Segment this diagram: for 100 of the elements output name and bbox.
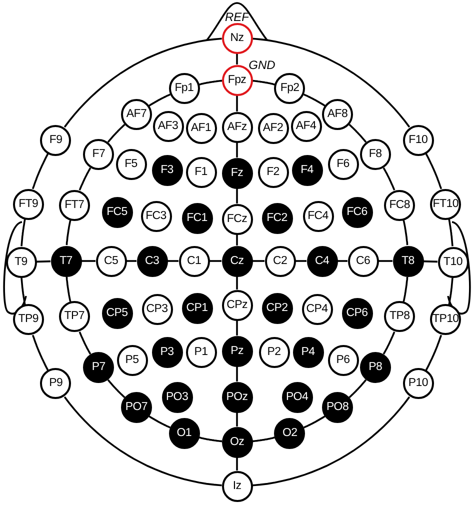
electrode-circle [222, 246, 252, 276]
electrode-circle [58, 190, 90, 221]
connector-line [168, 260, 178, 262]
electrode-label: FT9 [18, 198, 38, 211]
electrode-label: Cz [230, 254, 244, 268]
electrode-circle [322, 392, 353, 423]
electrode-circle [116, 344, 148, 376]
electrode-circle [430, 188, 462, 220]
electrode-label: CP4 [306, 302, 328, 316]
connector-line [252, 38, 410, 128]
electrode-label: P10 [408, 377, 428, 390]
electrode-label: CP2 [266, 302, 288, 314]
electrode-label: T8 [402, 254, 414, 268]
connector-line [126, 260, 136, 262]
electrode-circle [58, 301, 90, 332]
connector-line [236, 366, 238, 382]
electrode-label: P4 [301, 346, 315, 358]
electrode-label: AF4 [296, 120, 316, 132]
electrode-circle [262, 292, 292, 324]
electrode-label: AF7 [126, 108, 147, 122]
electrode-circle [116, 148, 146, 180]
connector-line [236, 320, 238, 336]
electrode-label: C3 [144, 254, 160, 268]
electrode-label: AF2 [262, 122, 284, 134]
electrode-circle [152, 154, 182, 186]
electrode-label: T9 [14, 256, 28, 268]
electrode-circle [282, 382, 312, 412]
electrode-circle [264, 246, 296, 276]
connector-line [296, 260, 306, 262]
connector-line [236, 412, 238, 426]
connector-line [402, 276, 408, 302]
electrode-circle [258, 336, 290, 368]
electrode-label: P5 [125, 354, 139, 366]
connector-line [348, 124, 367, 143]
connector-line [382, 332, 396, 355]
electrode-label: AFz [227, 120, 247, 134]
electrode-label: Nz [230, 32, 244, 44]
connector-line [66, 276, 72, 302]
electrode-label: P1 [194, 346, 208, 358]
electrode-circle [222, 204, 252, 234]
electrode-label: F10 [408, 134, 428, 146]
electrode-circle [102, 196, 132, 228]
electrode-circle [274, 73, 306, 104]
connector-line [64, 38, 222, 128]
connector-line [236, 276, 238, 290]
electrode-label: PO7 [125, 400, 148, 414]
electrode-circle [384, 190, 416, 221]
electrode-circle [186, 112, 216, 144]
connector-line [252, 80, 276, 86]
electrode-circle [50, 246, 82, 276]
electrode-circle [12, 304, 44, 336]
electrode-label: P6 [336, 354, 350, 366]
electrode-circle [120, 392, 152, 423]
connector-line [425, 153, 442, 190]
electrode-label: F9 [49, 134, 62, 146]
electrode-label: P3 [160, 346, 174, 358]
electrode-circle [328, 148, 358, 180]
electrode-label: FC3 [146, 210, 166, 222]
electrode-label: C4 [314, 254, 330, 268]
electrode-circle [222, 158, 252, 188]
electrode-label: F2 [266, 166, 280, 178]
electrode-circle [136, 246, 168, 276]
connector-line [32, 334, 49, 371]
connector-line [448, 219, 454, 246]
electrode-label: CPz [226, 298, 248, 312]
electrode-circle [83, 352, 114, 383]
electrode-annotation: REF [225, 10, 249, 24]
connector-line [448, 278, 454, 305]
electrode-label: Fp1 [174, 82, 194, 96]
electrode-circle [360, 139, 391, 170]
electrode-circle [322, 99, 353, 130]
electrode-circle [168, 418, 200, 449]
electrode-label: C6 [356, 254, 370, 268]
electrode-label: F5 [124, 158, 138, 170]
connector-line [20, 278, 26, 305]
electrode-label: AF3 [158, 120, 178, 132]
electrode-circle [40, 124, 72, 156]
electrode-circle [222, 470, 252, 502]
electrode-label: FCz [226, 212, 248, 226]
connector-line [252, 396, 410, 486]
electrode-circle [302, 294, 332, 324]
electrode-circle [40, 368, 72, 400]
electrode-circle [96, 246, 126, 276]
connector-line [236, 96, 238, 112]
electrode-circle [384, 301, 416, 332]
electrode-circle [438, 246, 468, 278]
electrode-label: AF8 [327, 108, 348, 122]
electrode-label: CP3 [146, 302, 168, 316]
electrode-label: F1 [194, 166, 208, 178]
electrode-label: T7 [60, 254, 72, 268]
connector-line [382, 167, 396, 190]
electrode-label: P9 [49, 377, 63, 390]
electrode-circle [222, 290, 252, 320]
electrode-circle [182, 202, 212, 234]
electrode-circle [6, 246, 36, 278]
connector-line [236, 458, 238, 470]
electrode-label: F7 [92, 148, 106, 162]
electrode-circle [392, 246, 424, 276]
electrode-circle [12, 188, 44, 220]
electrode-circle [222, 382, 252, 412]
